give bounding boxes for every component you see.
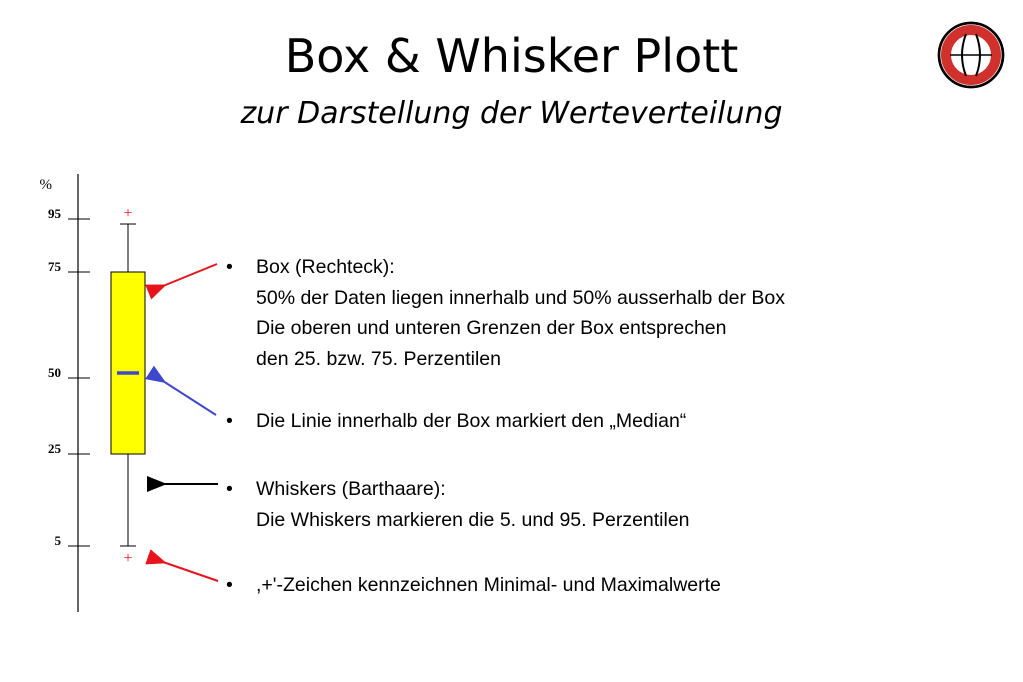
bullet-line: ,+'-Zeichen kennzeichnen Minimal- und Ma… [256,574,721,596]
bullet-line: Die oberen und unteren Grenzen der Box e… [256,317,727,339]
arrow-to-median [145,365,217,416]
bullet-line: den 25. bzw. 75. Perzentilen [256,347,501,370]
box-rectangle [110,271,146,455]
bullet-line: Die Linie innerhalb der Box markiert den… [256,410,687,432]
bullet-dot: • [226,410,233,432]
tick-group: 95 75 50 25 5 [48,206,90,548]
box-whisker-diagram: % 95 75 50 25 5 + + [40,174,219,612]
circular-emblem-icon [936,20,1006,90]
bullet-dot: • [226,256,233,278]
tick-label-75: 75 [48,259,62,274]
slide-title: Box & Whisker Plott [284,29,739,83]
pointer-arrows [145,263,219,582]
maximum-plus-symbol: + [123,205,132,222]
bullet-line: Box (Rechteck): [256,256,395,278]
bullet-line: 50% der Daten liegen innerhalb und 50% a… [256,286,786,309]
minimum-plus-symbol: + [123,550,132,567]
slide-subtitle: zur Darstellung der Werteverteilung [240,96,783,131]
tick-label-25: 25 [48,441,62,456]
tick-label-5: 5 [55,533,62,548]
bullet-dot: • [226,478,233,500]
bullet-dot: • [226,574,233,596]
tick-label-95: 95 [48,206,62,221]
unit-label: % [40,177,53,193]
bullet-line: Whiskers (Barthaare): [256,478,446,500]
bullet-line: Die Whiskers markieren die 5. und 95. Pe… [256,508,690,531]
arrow-to-plus [145,549,219,582]
tick-label-50: 50 [48,365,61,380]
arrow-to-box [145,263,218,300]
